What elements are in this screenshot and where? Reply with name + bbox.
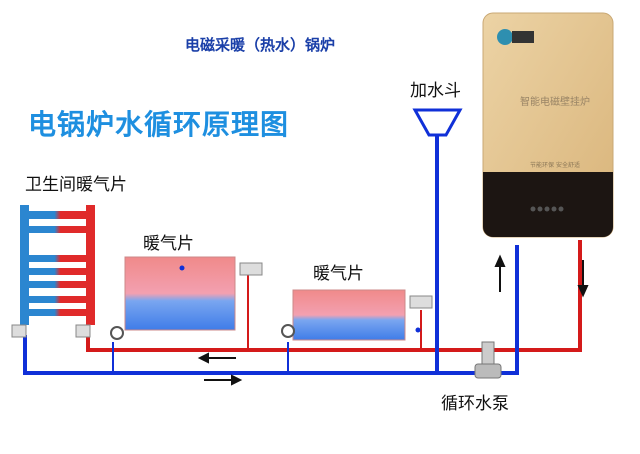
bathroom-radiator-label: 卫生间暖气片	[25, 175, 127, 195]
pump-label: 循环水泵	[441, 394, 509, 414]
boiler-name: 智能电磁壁挂炉	[520, 97, 590, 108]
radiator-2	[281, 289, 433, 341]
funnel-label: 加水斗	[410, 81, 461, 101]
boiler-slogan: 节能环保 安全舒适	[530, 162, 580, 169]
cold-water-pipe	[23, 135, 519, 375]
bathroom-radiator	[11, 205, 95, 338]
brand-logo-icon	[497, 29, 513, 45]
diagram-subtitle: 电磁采暖（热水）锅炉	[185, 36, 336, 54]
radiator-2-label: 暖气片	[313, 264, 364, 284]
circulation-pump	[474, 341, 502, 379]
flow-arrow-left	[197, 352, 236, 364]
flow-arrow-up	[494, 254, 506, 292]
control-buttons	[530, 206, 564, 212]
water-funnel	[412, 108, 463, 137]
flow-arrow-down	[577, 260, 589, 298]
electric-boiler	[482, 12, 614, 238]
hot-water-pipe	[86, 240, 582, 352]
diagram-title: 电锅炉水循环原理图	[28, 108, 290, 141]
radiator-1	[110, 256, 263, 340]
flow-arrow-right	[204, 374, 243, 386]
radiator-1-label: 暖气片	[143, 234, 194, 254]
